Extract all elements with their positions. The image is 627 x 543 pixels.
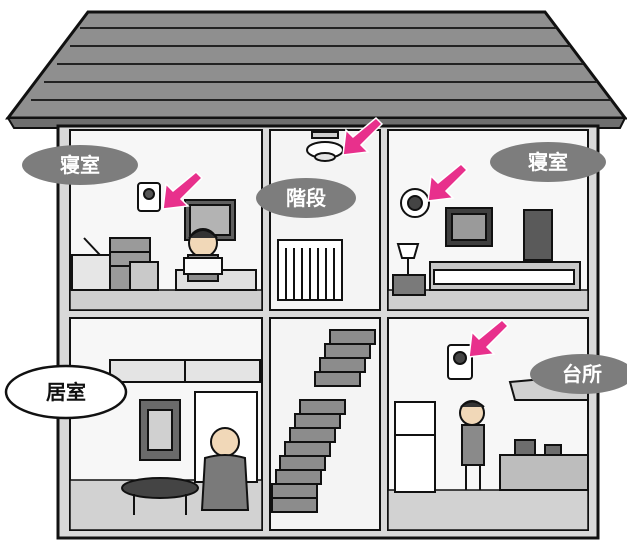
wall-picture — [446, 208, 492, 246]
wall-smoke-detector-icon — [448, 345, 472, 379]
label-bedroom-right-text: 寝室 — [528, 150, 568, 174]
label-stairs: 階段 — [256, 178, 356, 218]
wall-smoke-detector-icon — [138, 183, 160, 211]
label-stairs-text: 階段 — [286, 186, 326, 210]
stair-railing-upper — [278, 240, 342, 300]
roof — [8, 12, 625, 128]
window-right-bedroom — [524, 210, 552, 260]
label-bedroom-left-text: 寝室 — [60, 153, 100, 177]
label-bedroom-left: 寝室 — [22, 145, 138, 185]
label-living-room: 居室 — [6, 366, 126, 418]
bed — [430, 262, 580, 290]
label-bedroom-right: 寝室 — [490, 142, 606, 182]
shrine-altar — [140, 400, 180, 460]
ceiling-smoke-detector-icon — [307, 132, 343, 161]
fridge — [395, 402, 435, 492]
label-kitchen-text: 台所 — [562, 362, 602, 386]
wall-smoke-detector-icon — [401, 189, 429, 217]
label-living-room-text: 居室 — [46, 380, 86, 404]
